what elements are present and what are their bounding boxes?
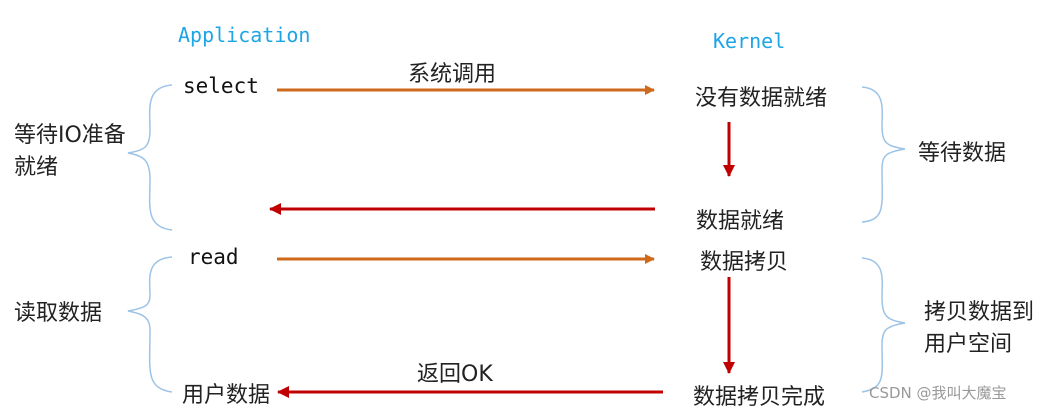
wait-io-ready-label: 等待IO准备 就绪: [14, 120, 126, 184]
no-data-ready-label: 没有数据就绪: [695, 86, 828, 111]
user-data-label: 用户数据: [182, 383, 271, 408]
data-copy-done-label: 数据拷贝完成: [693, 385, 826, 410]
syscall-label: 系统调用: [408, 62, 497, 87]
return-ok-label: 返回OK: [417, 362, 493, 387]
kernel-header: Kernel: [713, 29, 786, 53]
wait-data-label: 等待数据: [918, 141, 1007, 166]
application-header: Application: [178, 23, 311, 47]
left-brace-bottom: [127, 256, 173, 393]
data-ready-label: 数据就绪: [696, 209, 785, 234]
left-brace-top: [127, 84, 173, 231]
data-copy-label: 数据拷贝: [700, 250, 789, 275]
watermark: CSDN @我叫大魔宝: [869, 384, 1007, 402]
read-data-label: 读取数据: [14, 301, 103, 326]
wait-io-ready-line1: 等待IO准备: [14, 123, 126, 148]
right-brace-bottom: [861, 257, 906, 393]
copy-to-user-line1: 拷贝数据到: [924, 300, 1035, 325]
read-label: read: [188, 245, 239, 269]
copy-to-user-line2: 用户空间: [924, 332, 1013, 357]
right-brace-top: [861, 86, 906, 223]
select-label: select: [183, 74, 259, 98]
wait-io-ready-line2: 就绪: [14, 155, 59, 180]
copy-to-user-label: 拷贝数据到 用户空间: [924, 297, 1034, 361]
